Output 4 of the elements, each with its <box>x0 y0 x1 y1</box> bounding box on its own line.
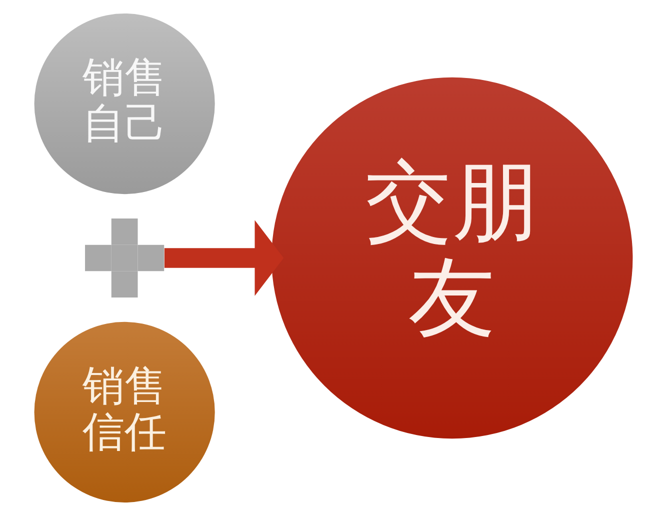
node-circle: 销售信任 <box>34 322 215 503</box>
arrow <box>164 220 284 296</box>
node-circle: 销售自己 <box>34 13 215 194</box>
node-circle: 交朋友 <box>272 77 633 439</box>
